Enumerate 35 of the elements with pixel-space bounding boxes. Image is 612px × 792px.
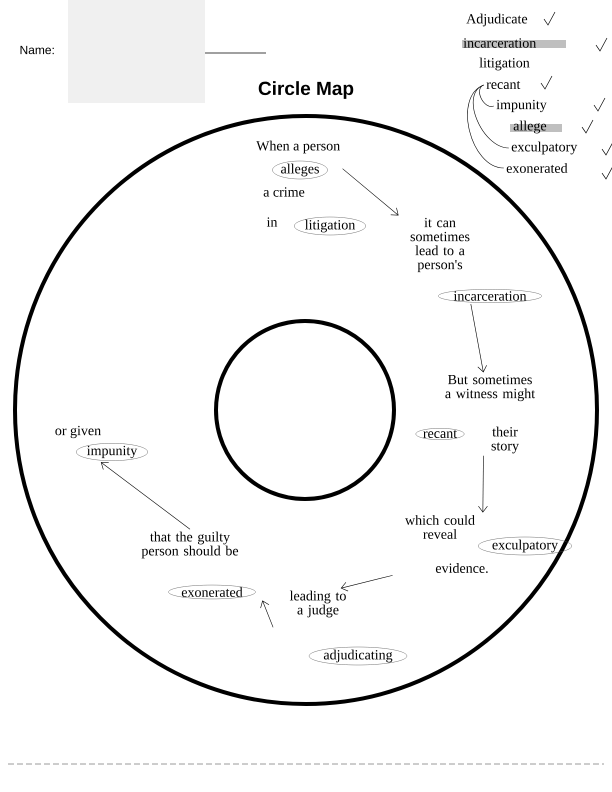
word-list-item: incarceration [464, 38, 536, 48]
circled-word: adjudicating [308, 646, 408, 666]
handwritten-text: evidence. [436, 563, 488, 573]
handwritten-text: leading to a judge [290, 590, 346, 618]
word-list-item: exonerated [506, 163, 568, 173]
arrow [478, 455, 488, 513]
arrow [342, 168, 399, 216]
circled-word: exculpatory [478, 536, 572, 556]
handwritten-text: their story [492, 426, 519, 454]
word-list-item: exculpatory [512, 142, 578, 154]
handwritten-text: it can sometimes lead to a person's [410, 218, 470, 272]
circled-word: exonerated [168, 584, 256, 600]
circled-word: recant [416, 428, 464, 440]
circled-word: alleges [272, 160, 328, 180]
arrow [340, 575, 393, 592]
handwritten-text: that the guilty person should be [142, 532, 238, 558]
arrow [100, 462, 190, 530]
handwritten-text: But sometimes a witness might [445, 374, 536, 402]
arrow [260, 600, 274, 628]
handwritten-text: When a person [256, 140, 340, 154]
word-list-item: Adjudicate [466, 14, 528, 26]
handwritten-text: or given [55, 426, 101, 438]
word-list-item: impunity [496, 100, 547, 112]
handwritten-text: in [266, 217, 278, 227]
word-list-item: litigation [479, 58, 530, 70]
circled-word: impunity [76, 443, 148, 461]
name-label: Name: [20, 46, 54, 54]
word-list-item: recant [486, 81, 520, 90]
circled-word: litigation [294, 216, 366, 236]
arrow [470, 304, 487, 372]
handwritten-text: a crime [264, 187, 304, 197]
word-list-item: allege [514, 120, 546, 134]
title: Circle Map [258, 81, 354, 99]
handwritten-text: which could reveal [405, 515, 475, 539]
circled-word: incarceration [438, 289, 542, 303]
